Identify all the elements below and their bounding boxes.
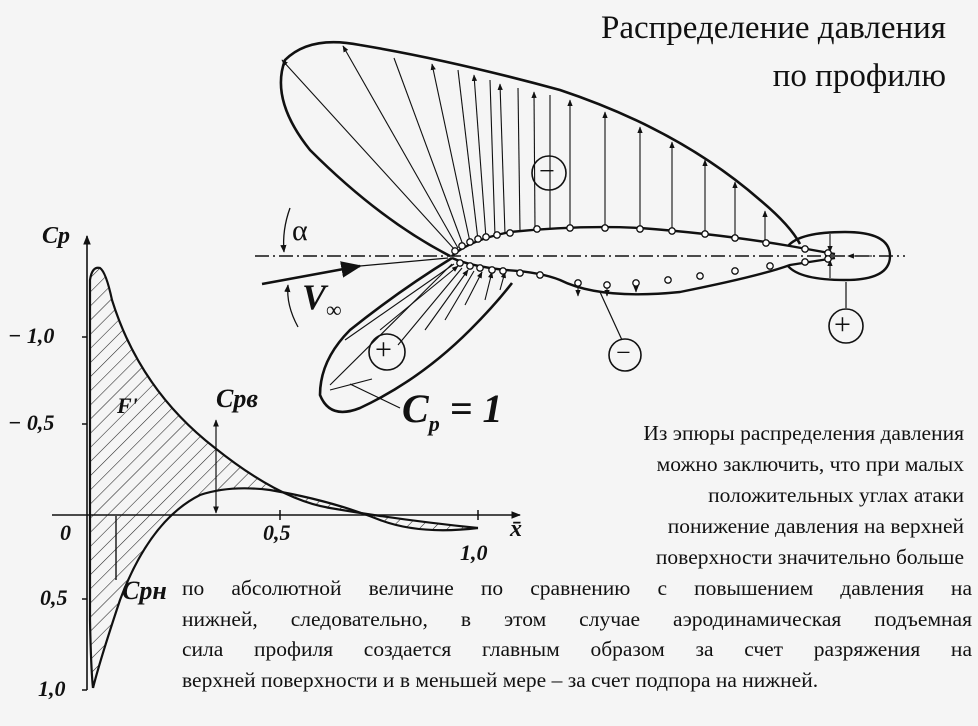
cp-chart: [52, 235, 521, 691]
description-bottom: по абсолютной величине по сравнению с по…: [182, 576, 972, 692]
angle-of-attack-label: α: [292, 214, 308, 247]
x-tick-1-0: 1,0: [460, 540, 488, 565]
cp-lower-curve: [91, 487, 479, 689]
minus-sign-lower-icon: [608, 338, 642, 372]
cp-upper-label: Cpв: [216, 384, 258, 413]
lower-suction-sign: −: [616, 338, 631, 367]
y-tick-1-0: 1,0: [38, 676, 66, 701]
x-tick-0-5: 0,5: [263, 520, 291, 545]
area-label: F': [117, 393, 138, 418]
y-tick-minus-1: − 1,0: [8, 323, 55, 348]
area-f-prime: [90, 267, 478, 688]
y-tick-0-5: 0,5: [40, 585, 68, 610]
upper-suction-sign: −: [539, 156, 555, 187]
description-right: Из эпюры распределения давления можно за…: [643, 421, 964, 569]
trailing-pressure-envelope: [787, 230, 892, 282]
velocity-label: V∞: [302, 277, 342, 323]
profile-diagram: [255, 40, 905, 414]
upper-suction-envelope: [279, 40, 802, 258]
page-title: Распределение давления по профилю: [601, 4, 946, 100]
cp-lower-label: Cpн: [122, 576, 167, 605]
y-tick-minus-0-5: − 0,5: [8, 410, 55, 435]
lower-pressure-envelope: [318, 256, 514, 414]
title-line-2: по профилю: [772, 58, 946, 94]
airfoil-lower: [451, 256, 836, 296]
lower-pressure-sign: +: [375, 333, 392, 366]
minus-sign-upper-icon: [531, 155, 567, 191]
cp-equals-one-label: Cp = 1: [402, 386, 503, 436]
cp-axis-label: Cp: [42, 223, 71, 249]
plus-sign-lower-icon: [368, 333, 406, 371]
title-line-1: Распределение давления: [601, 10, 946, 46]
freestream-arrow: [261, 261, 363, 286]
plus-sign-trailing-icon: [828, 308, 864, 344]
trailing-pressure-sign: +: [834, 308, 851, 341]
x-axis-label: x̄: [510, 516, 522, 542]
x-tick-0: 0: [60, 520, 71, 545]
